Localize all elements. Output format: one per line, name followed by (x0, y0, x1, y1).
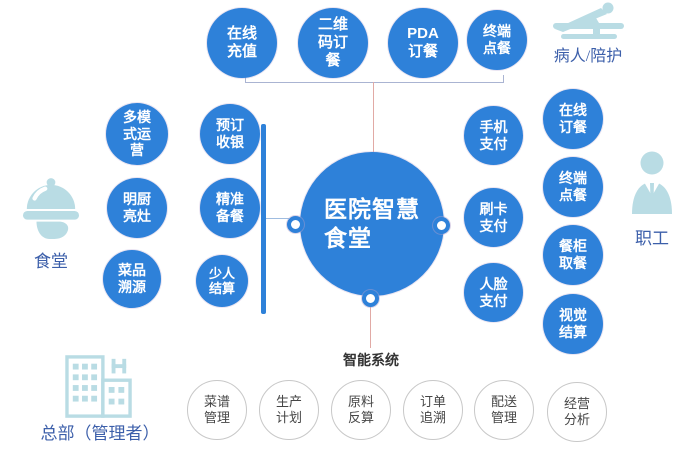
node-multi-mode-operation: 多模 式运 营 (106, 103, 168, 165)
node-precise-meal-prep: 精准 备餐 (200, 178, 260, 238)
node-cabinet-pickup: 餐柜 取餐 (543, 225, 603, 285)
staff-label: 职工 (635, 229, 669, 248)
bottom-connector-line (370, 303, 371, 348)
node-dish-traceability: 菜品 溯源 (103, 250, 161, 308)
left-connector-tick (266, 218, 289, 219)
headquarters-label: 总部（管理者） (40, 424, 160, 443)
node-card-payment: 刷卡 支付 (464, 188, 523, 247)
patient-label: 病人/陪护 (553, 48, 623, 65)
top-bracket (245, 75, 504, 83)
node-open-kitchen: 明厨 亮灶 (107, 178, 167, 238)
node-order-traceability: 订单 追溯 (403, 380, 463, 440)
node-material-back-calc: 原料 反算 (331, 380, 391, 440)
node-online-order: 在线 订餐 (543, 89, 603, 149)
node-delivery-management: 配送 管理 (474, 380, 534, 440)
left-bracket-bar (261, 124, 266, 314)
staff-person-icon (632, 151, 672, 214)
node-mobile-payment: 手机 支付 (464, 106, 523, 165)
canteen-cloche-icon (22, 178, 80, 239)
node-production-plan: 生产 计划 (259, 380, 319, 440)
connector-dot-left (287, 216, 304, 233)
patient-bed-icon (553, 2, 624, 39)
node-reservation-cashier: 预订 收银 (200, 104, 260, 164)
node-face-payment: 人脸 支付 (464, 263, 523, 322)
canteen-label: 食堂 (34, 252, 68, 271)
node-online-recharge: 在线 充值 (207, 8, 277, 78)
connector-dot-bottom (362, 290, 379, 307)
headquarters-building-icon (65, 355, 132, 418)
node-qrcode-order: 二维 码订 餐 (298, 8, 368, 78)
connector-dot-right (433, 217, 450, 234)
top-connector-line (373, 82, 374, 152)
center-node: 医院智慧 食堂 (300, 152, 444, 296)
node-few-staff-settlement: 少人 结算 (196, 255, 248, 307)
node-terminal-order: 终端 点餐 (543, 157, 603, 217)
node-menu-management: 菜谱 管理 (187, 380, 247, 440)
node-terminal-order-top: 终端 点餐 (467, 10, 527, 70)
node-pda-order: PDA 订餐 (388, 8, 458, 78)
system-label: 智能系统 (343, 352, 399, 368)
node-visual-settlement: 视觉 结算 (543, 294, 603, 354)
node-business-analysis: 经营 分析 (547, 382, 607, 442)
